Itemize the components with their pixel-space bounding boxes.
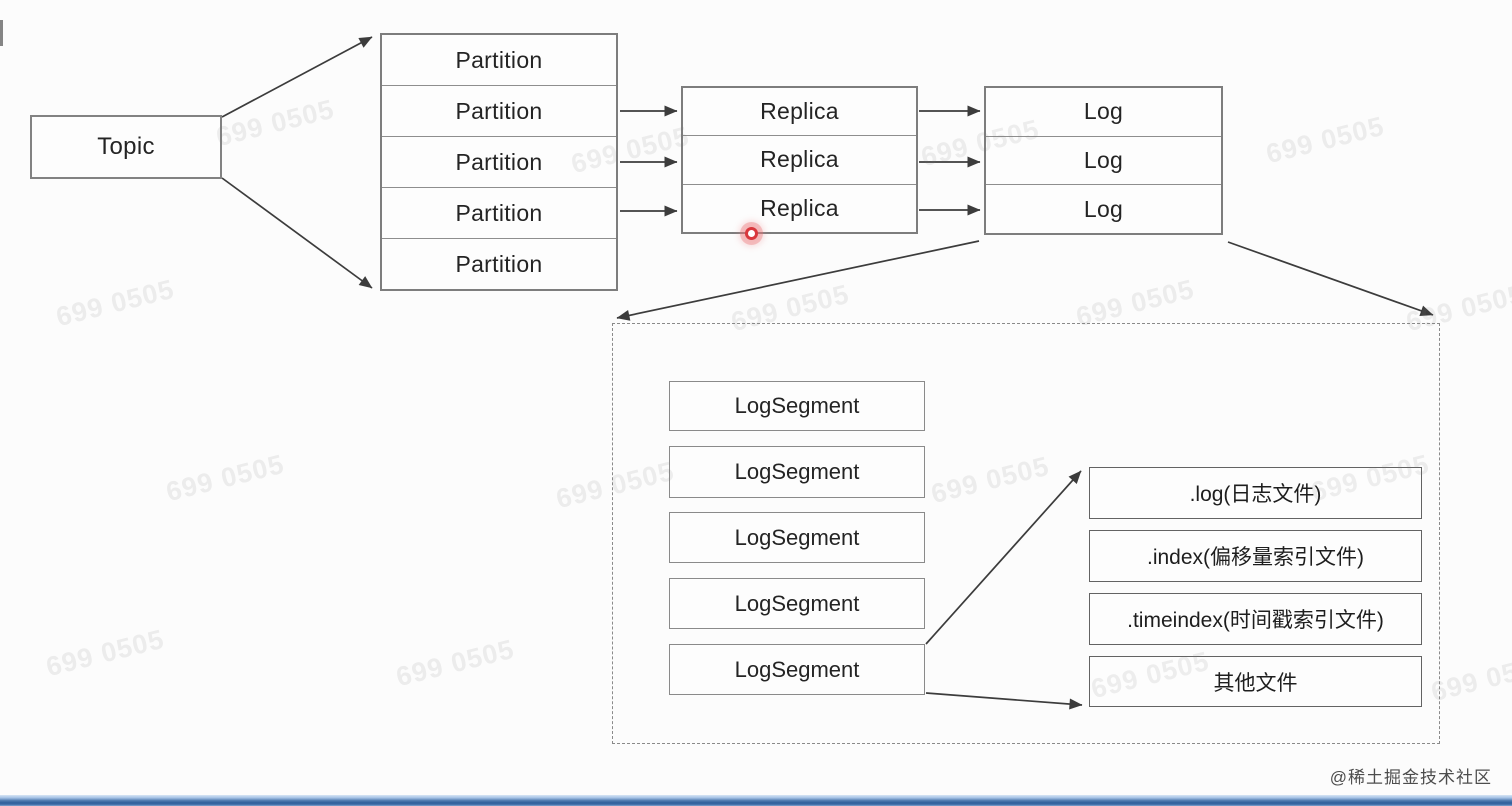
logsegment-label: LogSegment [734, 590, 860, 616]
timeindex-file-box: .timeindex(时间戳索引文件) [1089, 593, 1422, 645]
cursor-click-indicator-icon [745, 227, 758, 240]
partition-label: Partition [455, 148, 543, 175]
watermark-text: 699 0505 [43, 623, 168, 683]
watermark-text: 699 0505 [1428, 648, 1512, 708]
watermark-text: 699 0505 [393, 633, 518, 693]
watermark-text: 699 0505 [213, 93, 338, 153]
partition-row: Partition [382, 85, 616, 136]
log-row: Log [986, 135, 1221, 185]
replica-row: Replica [683, 183, 916, 232]
other-file-label: 其他文件 [1213, 671, 1298, 695]
log-label: Log [1083, 147, 1124, 173]
other-file-box: 其他文件 [1089, 656, 1422, 707]
partition-label: Partition [455, 46, 543, 73]
partition-row: Partition [382, 187, 616, 238]
arrow-log-to-segments-left [616, 240, 980, 321]
watermark-text: 699 0505 [1263, 110, 1388, 170]
partition-label: Partition [455, 250, 543, 277]
index-file-label: .index(偏移量索引文件) [1146, 546, 1365, 569]
replica-label: Replica [760, 98, 839, 125]
partition-row: Partition [382, 136, 616, 187]
logsegment-box: LogSegment [669, 512, 925, 563]
partition-stack: Partition Partition Partition Partition … [380, 33, 618, 291]
logsegment-box: LogSegment [669, 578, 925, 629]
log-detail-dashed-container [612, 323, 1440, 744]
log-row: Log [986, 88, 1221, 136]
partition-label: Partition [455, 199, 543, 226]
replica-label: Replica [760, 146, 839, 173]
partition-label: Partition [455, 97, 543, 124]
logsegment-box: LogSegment [669, 644, 925, 695]
replica-row: Replica [683, 88, 916, 135]
watermark-text: 699 0505 [163, 448, 288, 508]
log-file-label: .log(日志文件) [1189, 483, 1322, 506]
logsegment-label: LogSegment [734, 393, 860, 418]
partition-row: Partition [382, 238, 616, 289]
arrow-topic-to-partitions-top [221, 36, 373, 118]
topic-box: Topic [30, 115, 222, 179]
watermark-text: 699 0505 [53, 273, 178, 333]
logsegment-box: LogSegment [669, 381, 925, 431]
logsegment-box: LogSegment [669, 446, 925, 498]
partition-row: Partition [382, 35, 616, 85]
replica-row: Replica [683, 135, 916, 183]
log-file-box: .log(日志文件) [1089, 467, 1422, 519]
replica-stack: Replica Replica Replica [681, 86, 918, 234]
logsegment-label: LogSegment [734, 524, 860, 550]
bottom-blue-bar [0, 795, 1512, 806]
logsegment-label: LogSegment [734, 656, 860, 682]
log-stack: Log Log Log [984, 86, 1223, 235]
log-label: Log [1083, 195, 1124, 222]
timeindex-file-label: .timeindex(时间戳索引文件) [1127, 609, 1384, 632]
log-label: Log [1083, 98, 1124, 125]
log-row: Log [986, 184, 1221, 233]
left-edge-artifact [0, 20, 3, 46]
index-file-box: .index(偏移量索引文件) [1089, 530, 1422, 582]
arrow-topic-to-partitions-bottom [221, 177, 373, 289]
replica-label: Replica [760, 194, 839, 221]
arrow-log-to-segments-right [1227, 241, 1434, 316]
community-credit-text: @稀土掘金技术社区 [1329, 768, 1492, 787]
topic-label: Topic [97, 133, 155, 160]
logsegment-label: LogSegment [734, 459, 860, 484]
